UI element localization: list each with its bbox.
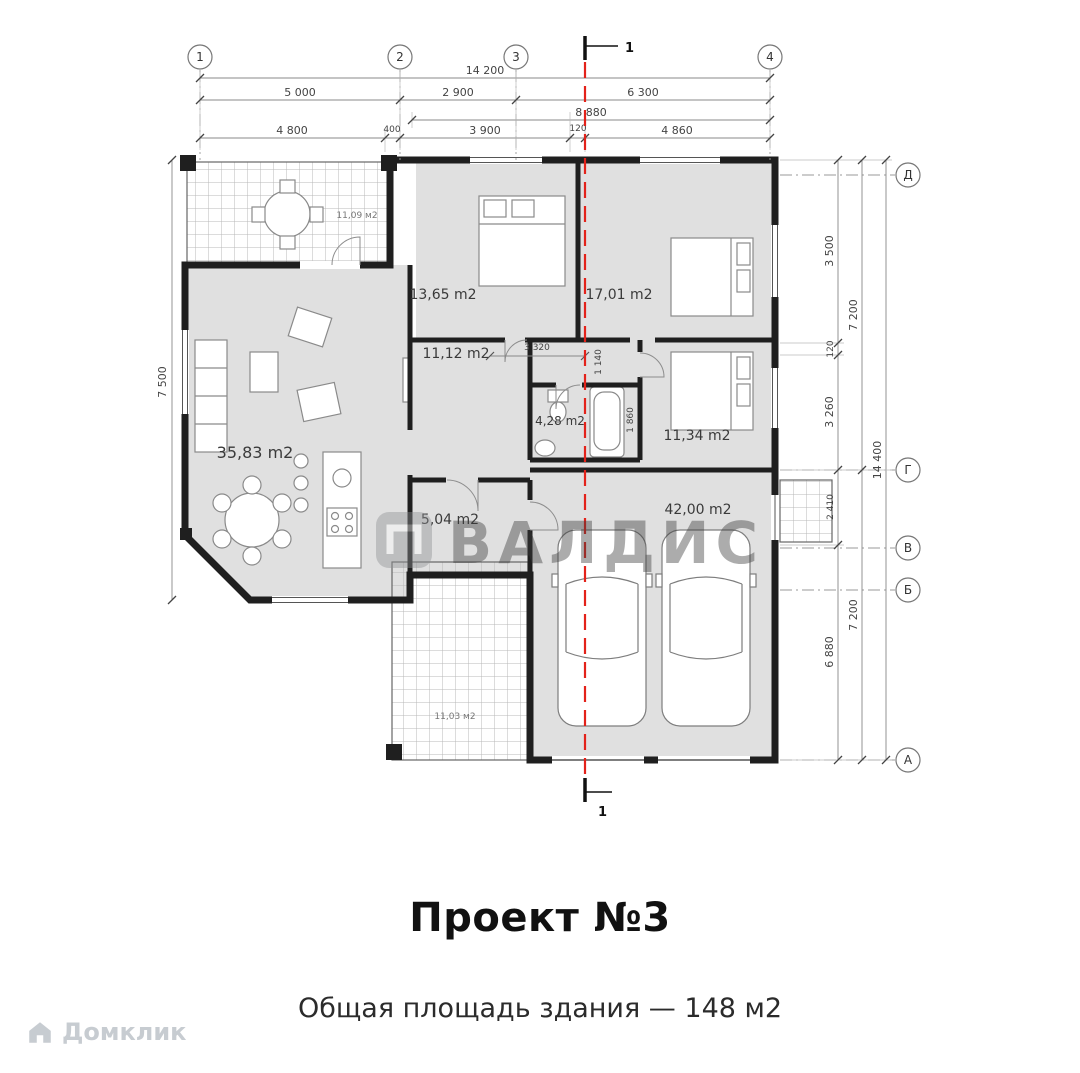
room-label-bedroom-1: 13,65 m2 (409, 287, 476, 303)
dim-right-c1-1: 3 500 (823, 235, 836, 267)
dim-top-r4-3: 3 900 (469, 124, 501, 137)
dim-right-c1-4: 2 410 (826, 494, 836, 520)
bed-3 (670, 351, 754, 431)
dim-top-r4-1: 4 800 (276, 124, 308, 137)
dim-left: 7 500 (156, 366, 169, 398)
dim-right-c1-3: 3 260 (823, 396, 836, 428)
axis-columns: 1 2 3 4 (187, 44, 783, 70)
bar-stools (293, 453, 309, 513)
section-line: 1 1 (583, 36, 634, 820)
dim-right-c2-2: 7 200 (847, 599, 860, 631)
room-label-entry: 5,04 m2 (421, 512, 479, 528)
terrace-table (251, 179, 324, 250)
car-1 (551, 529, 653, 727)
coffee-table (249, 351, 279, 393)
dim-right-c1-5: 6 880 (823, 636, 836, 668)
dim-right-c3: 14 400 (871, 441, 884, 480)
footer-brand: Домклик (26, 1018, 186, 1046)
armchair-2 (296, 381, 342, 423)
dim-top-overall: 14 200 (466, 64, 505, 77)
dim-right-c2-1: 7 200 (847, 299, 860, 331)
terrace-bottom-label: 11,03 м2 (434, 712, 475, 722)
kitchen-counter (322, 451, 362, 569)
room-labels: 13,65 m2 17,01 m2 11,12 m2 4,28 m2 11,34… (217, 211, 732, 722)
dimension-line-left: 7 500 (156, 155, 177, 605)
partition-walls (407, 160, 775, 600)
dim-top-r2-1: 5 000 (284, 86, 316, 99)
axis-row-g: Г (904, 463, 911, 477)
axis-col-1: 1 (196, 50, 204, 64)
furniture (194, 179, 757, 727)
dining-table (212, 475, 292, 566)
sink (534, 439, 556, 457)
room-label-bedroom-2: 17,01 m2 (585, 287, 652, 303)
bed-2 (670, 237, 754, 317)
wall-piers (180, 155, 402, 760)
room-label-garage: 42,00 m2 (664, 502, 731, 518)
section-mark-bottom: 1 (598, 805, 607, 820)
axis-row-d: Д (903, 168, 912, 182)
page-title: Проект №3 (409, 895, 671, 941)
axis-rows: Д Г В Б А (895, 162, 921, 773)
dimension-lines-top: 14 200 5 000 2 900 6 300 8 880 4 800 400… (195, 64, 775, 152)
bed-1 (478, 195, 566, 287)
dim-top-r2-3: 6 300 (627, 86, 659, 99)
axis-row-a: А (904, 753, 913, 767)
toilet (547, 389, 569, 423)
dim-top-r4-5: 4 860 (661, 124, 693, 137)
axis-col-4: 4 (766, 50, 774, 64)
dimension-lines-right: 3 500 120 3 260 2 410 6 880 7 200 7 200 … (780, 155, 892, 765)
dim-top-r4-2: 400 (383, 125, 400, 135)
dim-top-r3: 8 880 (575, 106, 607, 119)
axis-row-v: В (904, 541, 912, 555)
bathtub (589, 386, 625, 458)
dim-interior-2: 1 140 (594, 349, 604, 375)
room-label-bathroom: 4,28 m2 (535, 414, 585, 428)
room-label-bedroom-3: 11,34 m2 (663, 428, 730, 444)
armchair-1 (287, 306, 333, 348)
room-label-living: 35,83 m2 (217, 443, 294, 462)
sofa (194, 339, 228, 453)
axis-col-3: 3 (512, 50, 520, 64)
dim-top-r4-4: 120 (569, 124, 586, 134)
porch-right (779, 479, 833, 543)
car-2 (655, 529, 757, 727)
dim-right-c1-2: 120 (826, 340, 836, 357)
dim-interior-1: 3 320 (524, 343, 550, 353)
dim-interior-3: 1 860 (626, 407, 636, 433)
axis-row-b: Б (904, 583, 912, 597)
watermark: ВАЛДИС (376, 509, 764, 577)
house-logo-icon (29, 1022, 51, 1043)
walls (180, 155, 779, 764)
footer-brand-text: Домклик (62, 1018, 187, 1046)
title-block: Проект №3 Общая площадь здания — 148 м2 (0, 895, 1080, 1024)
floor-plan: 3 320 1 140 1 860 14 200 5 000 2 900 6 3… (156, 36, 921, 820)
section-mark-top: 1 (625, 41, 634, 56)
door-swings (331, 236, 665, 531)
page-subtitle: Общая площадь здания — 148 м2 (297, 993, 783, 1024)
watermark-text: ВАЛДИС (448, 509, 764, 577)
terrace-top-label: 11,09 м2 (336, 211, 377, 221)
windows (181, 156, 779, 764)
axis-col-2: 2 (396, 50, 404, 64)
dim-top-r2-2: 2 900 (442, 86, 474, 99)
watermark-logo-icon (376, 512, 432, 568)
room-label-hallway: 11,12 m2 (422, 346, 489, 362)
